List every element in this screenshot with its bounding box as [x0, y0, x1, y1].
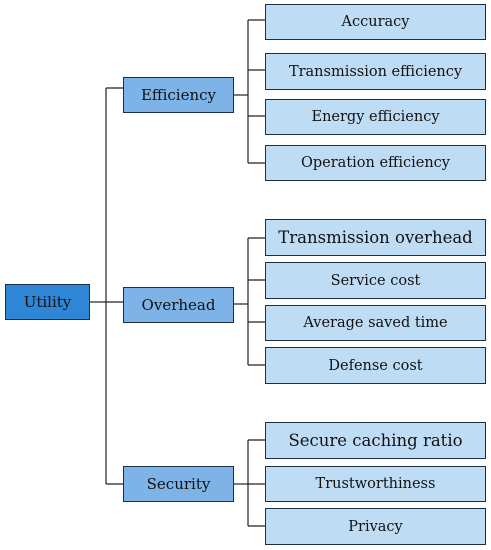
- metric-label: Energy efficiency: [311, 109, 440, 125]
- utility-node: Utility: [5, 284, 90, 320]
- metric-service-cost: Service cost: [265, 262, 486, 299]
- overhead-label: Overhead: [141, 296, 216, 314]
- metric-defense-cost: Defense cost: [265, 347, 486, 384]
- security-node: Security: [123, 466, 234, 502]
- metric-transmission-overhead: Transmission overhead: [265, 219, 486, 256]
- metric-label: Average saved time: [303, 315, 448, 331]
- metric-label: Privacy: [348, 518, 403, 535]
- metric-privacy: Privacy: [265, 508, 486, 545]
- metric-label: Trustworthiness: [315, 476, 436, 492]
- metric-trustworthiness: Trustworthiness: [265, 466, 486, 502]
- utility-label: Utility: [23, 293, 72, 311]
- metric-label: Transmission efficiency: [288, 63, 463, 80]
- metric-secure-caching-ratio: Secure caching ratio: [265, 422, 486, 459]
- metric-transmission-efficiency: Transmission efficiency: [265, 53, 486, 90]
- metric-label: Service cost: [330, 272, 421, 289]
- metric-accuracy: Accuracy: [265, 4, 486, 40]
- security-label: Security: [146, 475, 211, 493]
- metric-label: Secure caching ratio: [288, 431, 463, 450]
- metric-operation-efficiency: Operation efficiency: [265, 145, 486, 181]
- metric-label: Operation efficiency: [301, 155, 450, 171]
- overhead-node: Overhead: [123, 287, 234, 323]
- metric-average-saved-time: Average saved time: [265, 305, 486, 341]
- efficiency-label: Efficiency: [140, 86, 216, 104]
- metric-label: Defense cost: [328, 357, 423, 374]
- metric-label: Accuracy: [341, 14, 410, 30]
- metric-label: Transmission overhead: [278, 228, 473, 247]
- efficiency-node: Efficiency: [123, 77, 234, 113]
- metric-energy-efficiency: Energy efficiency: [265, 99, 486, 135]
